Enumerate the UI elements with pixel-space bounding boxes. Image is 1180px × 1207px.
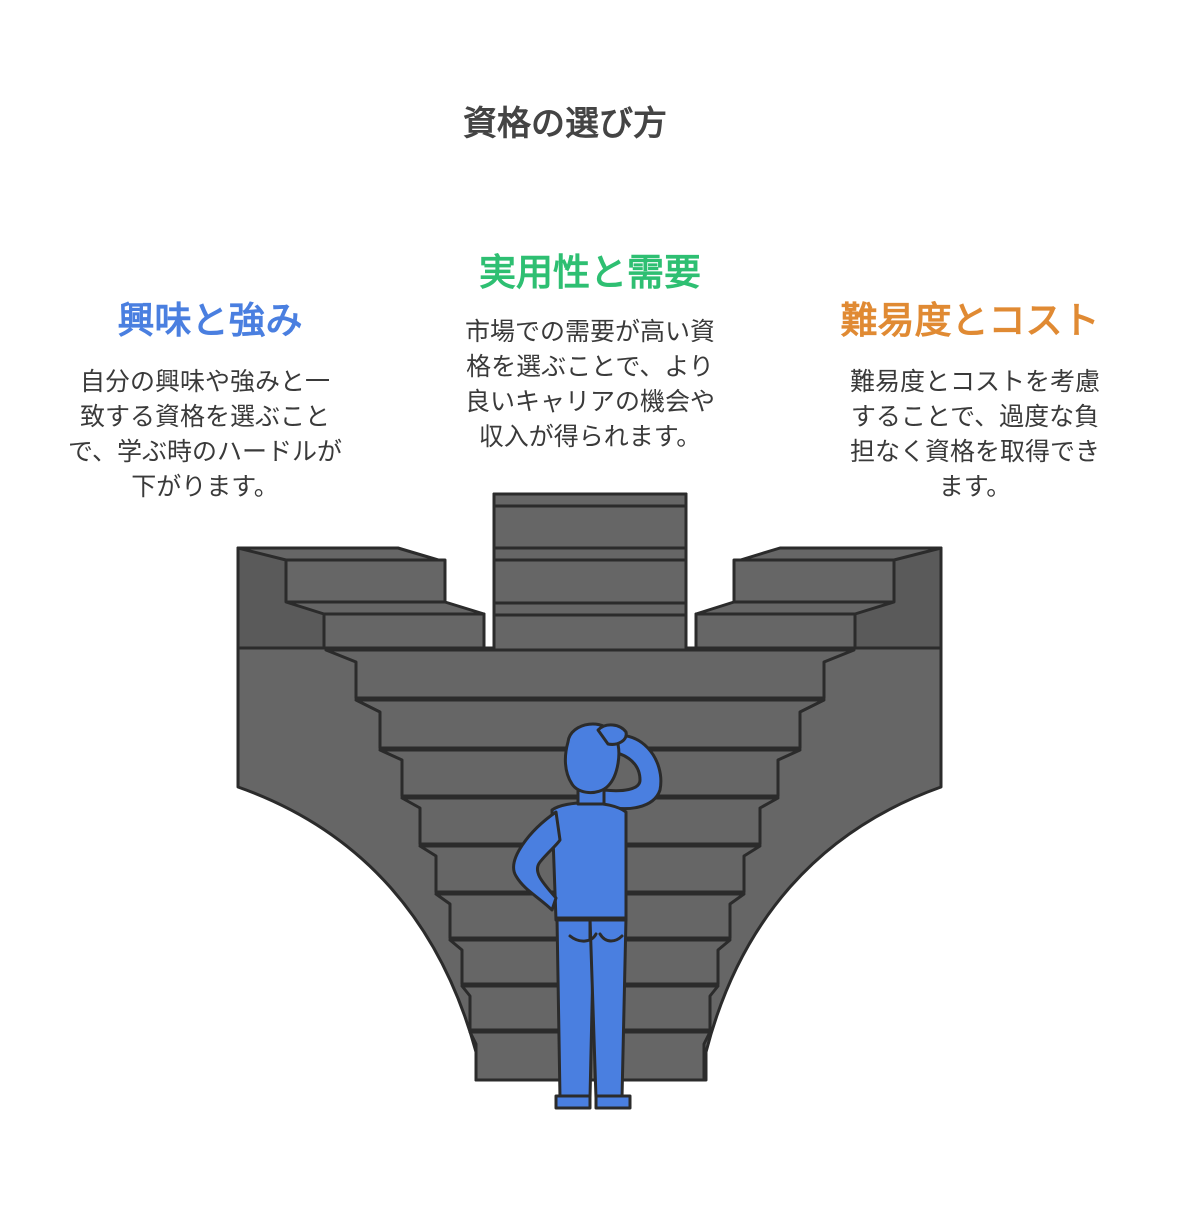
person-hand xyxy=(596,723,628,746)
description-line: 下がります。 xyxy=(131,472,279,501)
pillar-tier xyxy=(492,601,688,617)
person-figure xyxy=(512,722,663,1110)
description-line: 担なく資格を取得でき xyxy=(849,437,1100,466)
heading-practicality-demand: 実用性と需要 xyxy=(479,251,701,294)
description-line: 良いキャリアの機会や xyxy=(464,387,715,416)
right-step xyxy=(732,558,896,604)
description-line: することで、過度な負 xyxy=(850,402,1100,431)
left-side-face xyxy=(236,546,326,650)
right-step xyxy=(694,612,857,650)
person-leg xyxy=(555,916,596,1100)
left-step xyxy=(284,558,447,604)
page-title: 資格の選び方 xyxy=(463,104,667,144)
description-line: 致する資格を選ぶこと xyxy=(79,402,330,431)
description-interest-strength: 自分の興味や強みと一 致する資格を選ぶこと で、学ぶ時のハードルが 下がります。 xyxy=(40,364,370,504)
pillar-tier xyxy=(492,546,688,562)
description-line: 難易度とコストを考慮 xyxy=(849,367,1100,396)
description-difficulty-cost: 難易度とコストを考慮 することで、過度な負 担なく資格を取得でき ます。 xyxy=(810,364,1140,504)
description-line: 格を選ぶことで、より xyxy=(466,352,714,381)
description-line: 自分の興味や強みと一 xyxy=(79,367,330,396)
description-line: 収入が得られます。 xyxy=(478,422,702,451)
pillar-tier xyxy=(492,492,688,508)
person-pocket xyxy=(568,932,598,943)
right-side-face xyxy=(853,546,943,650)
person-pocket xyxy=(598,932,624,943)
stair-step xyxy=(324,648,856,700)
person-leg xyxy=(588,916,628,1100)
left-step xyxy=(322,612,486,650)
description-line: で、学ぶ時のハードルが xyxy=(67,437,342,466)
person-torso xyxy=(550,801,628,922)
person-shoe xyxy=(594,1094,632,1110)
person-hip-arm xyxy=(512,810,562,912)
person-shoe xyxy=(554,1094,592,1110)
description-line: ます。 xyxy=(938,472,1012,501)
description-practicality-demand: 市場での需要が高い資 格を選ぶことで、より 良いキャリアの機会や 収入が得られま… xyxy=(430,314,750,454)
description-line: 市場での需要が高い資 xyxy=(464,317,715,346)
heading-difficulty-cost: 難易度とコスト xyxy=(840,299,1100,342)
heading-interest-strength: 興味と強み xyxy=(117,299,303,342)
